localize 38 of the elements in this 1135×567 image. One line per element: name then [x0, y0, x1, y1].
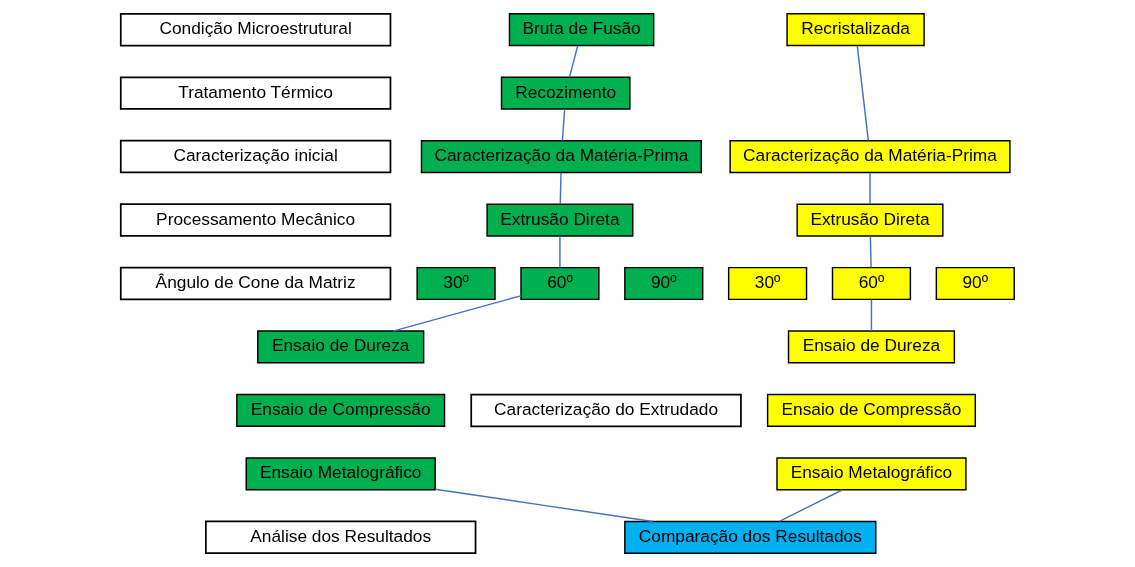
node-box: Ensaio Metalográfico — [776, 457, 967, 491]
node-box: Ensaio de Compressão — [766, 393, 976, 427]
node-box: Ensaio Metalográfico — [245, 457, 436, 491]
node-box: Caracterização do Extrudado — [470, 393, 742, 428]
node-box: Recozimento — [500, 76, 631, 110]
connector — [778, 489, 843, 523]
node-box: Ensaio de Dureza — [257, 330, 425, 364]
node-box: Bruta de Fusão — [508, 13, 655, 47]
connector — [559, 235, 561, 269]
connector — [869, 235, 872, 269]
node-box: Comparação dos Resultados — [624, 520, 877, 554]
node-box: Ângulo de Cone da Matriz — [119, 266, 392, 301]
node-box: Caracterização da Matéria-Prima — [729, 140, 1011, 174]
connector — [568, 45, 579, 78]
connector — [869, 171, 871, 205]
connector — [561, 108, 566, 142]
node-box: Extrusão Direta — [486, 203, 634, 237]
node-box: Ensaio de Compressão — [236, 393, 446, 427]
connector — [870, 298, 873, 332]
node-box: 60º — [520, 266, 600, 301]
connector — [392, 295, 522, 332]
node-box: Caracterização da Matéria-Prima — [420, 140, 702, 174]
node-box: 60º — [831, 266, 912, 301]
node-box: 30º — [727, 266, 808, 301]
node-box: Recristalizada — [786, 13, 925, 47]
node-box: Caracterização inicial — [119, 139, 392, 174]
connector — [856, 45, 870, 142]
node-box: Análise dos Resultados — [205, 520, 477, 555]
connector — [559, 171, 562, 205]
node-box: Processamento Mecânico — [119, 203, 392, 237]
node-box: 90º — [935, 266, 1015, 301]
node-box: Condição Microestrutural — [119, 12, 392, 47]
node-box: Tratamento Térmico — [119, 76, 392, 110]
node-box: Extrusão Direta — [796, 203, 944, 237]
node-box: 30º — [416, 266, 496, 301]
connector — [434, 488, 654, 523]
node-box: Ensaio de Dureza — [787, 330, 956, 364]
node-box: 90º — [624, 266, 704, 301]
